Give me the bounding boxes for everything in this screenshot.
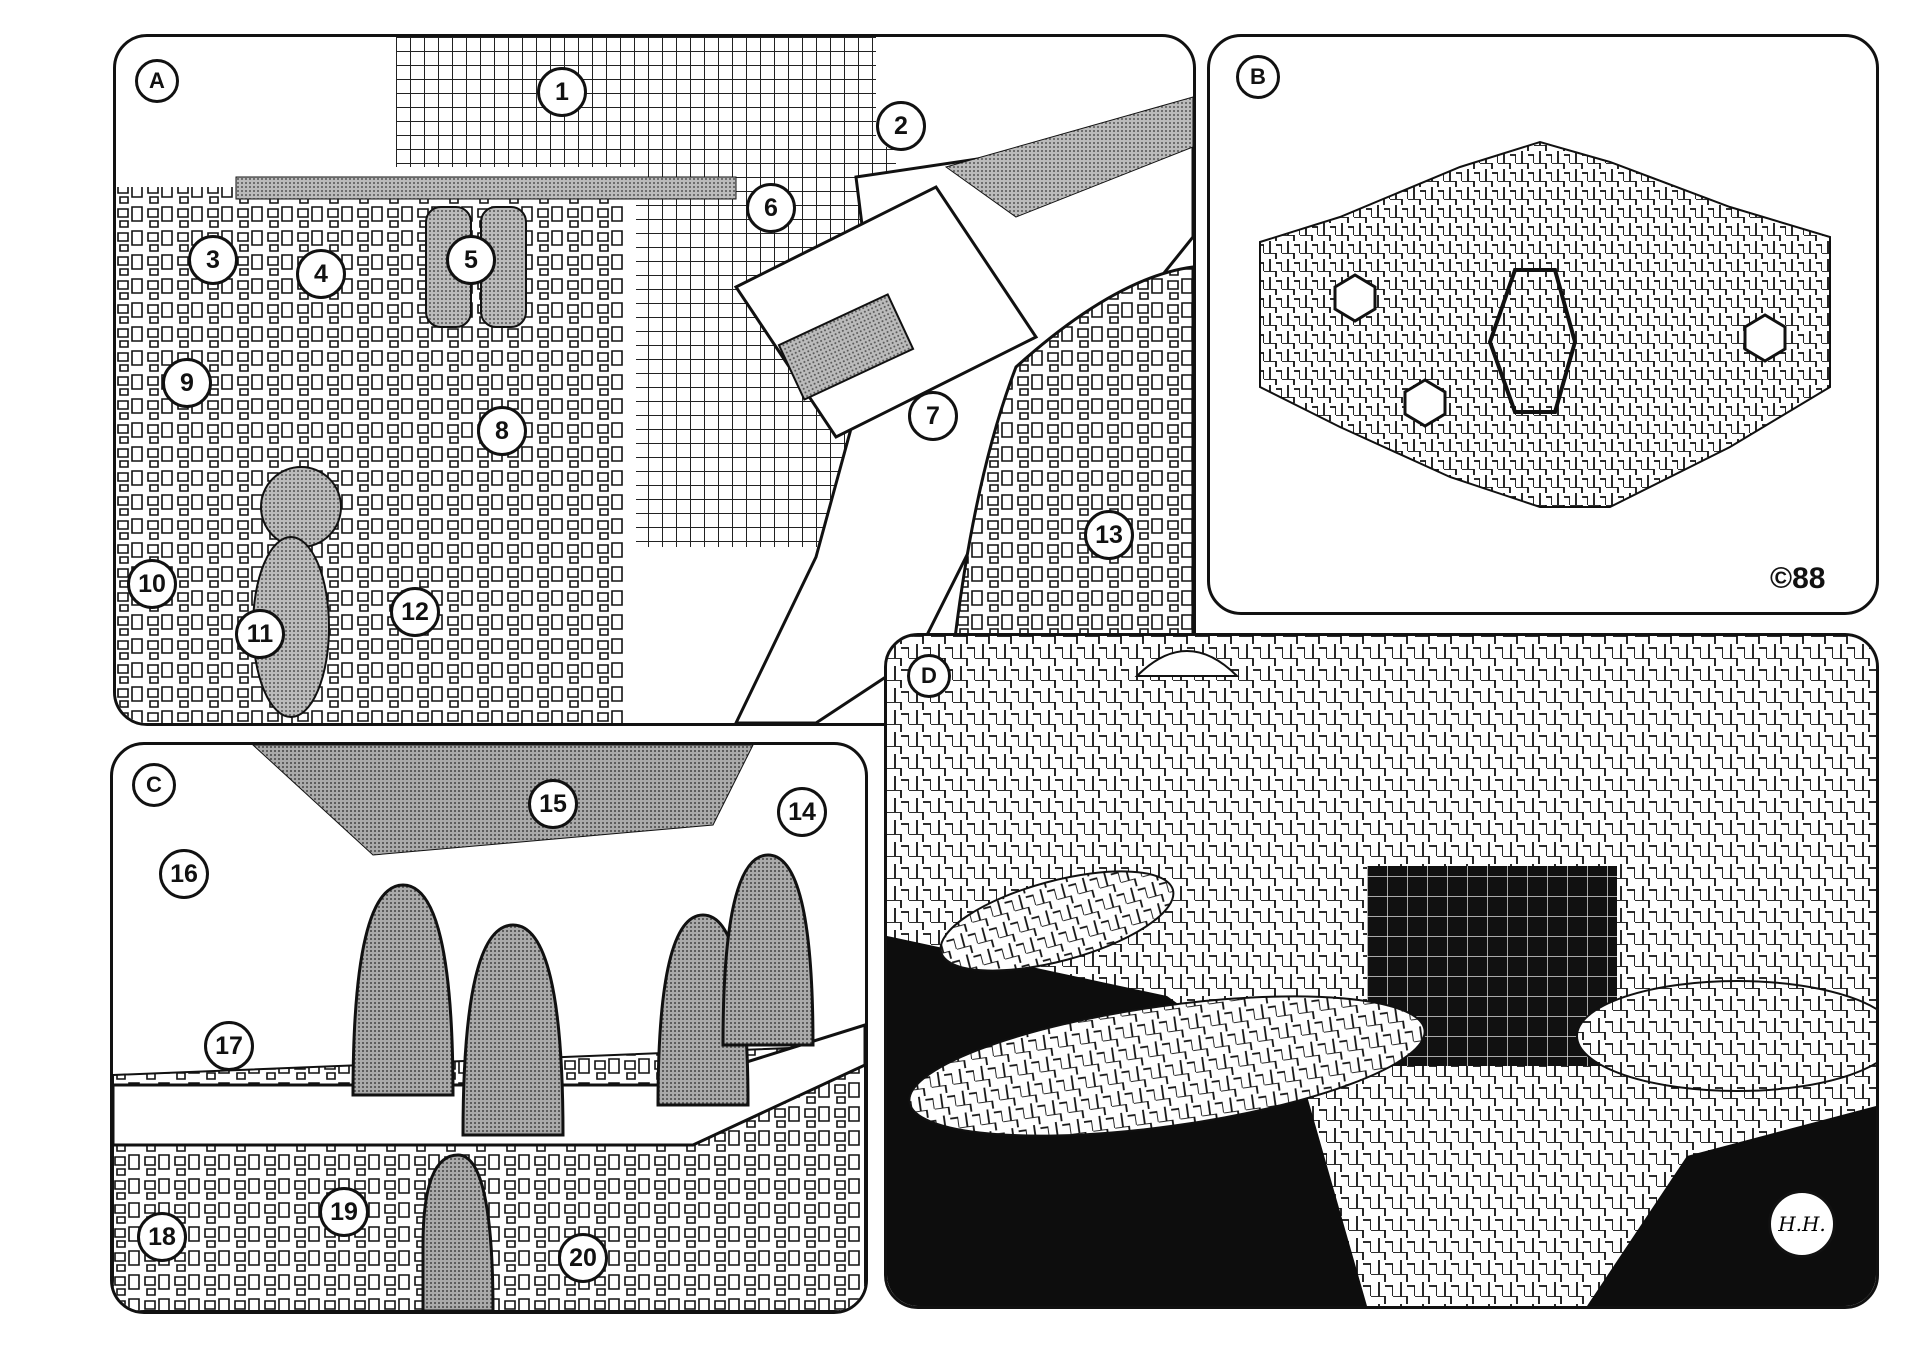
callout-14: 14 [777, 787, 827, 837]
callout-6: 6 [746, 183, 796, 233]
panel-a [113, 34, 1196, 726]
callout-10: 10 [127, 559, 177, 609]
copyright-mark: ©88 [1770, 562, 1826, 595]
panel-a-illustration [116, 37, 1193, 723]
panel-label-d: D [907, 654, 951, 698]
panel-c-illustration [113, 745, 865, 1311]
panel-b-illustration [1259, 140, 1831, 508]
panel-label-c: C [132, 763, 176, 807]
callout-16: 16 [159, 849, 209, 899]
artist-signature: H.H. [1768, 1190, 1836, 1258]
callout-15: 15 [528, 779, 578, 829]
callout-20: 20 [558, 1233, 608, 1283]
callout-9: 9 [162, 358, 212, 408]
callout-8: 8 [477, 406, 527, 456]
callout-19: 19 [319, 1187, 369, 1237]
callout-2: 2 [876, 101, 926, 151]
callout-4: 4 [296, 249, 346, 299]
callout-3: 3 [188, 235, 238, 285]
panel-d-illustration [887, 636, 1876, 1306]
callout-12: 12 [390, 587, 440, 637]
callout-18: 18 [137, 1212, 187, 1262]
callout-1: 1 [537, 67, 587, 117]
callout-7: 7 [908, 391, 958, 441]
panel-d [884, 633, 1879, 1309]
panel-b [1207, 34, 1879, 615]
callout-11: 11 [235, 609, 285, 659]
callout-13: 13 [1084, 510, 1134, 560]
callout-5: 5 [446, 235, 496, 285]
panel-label-b: B [1236, 55, 1280, 99]
callout-17: 17 [204, 1021, 254, 1071]
panel-c [110, 742, 868, 1314]
panel-label-a: A [135, 59, 179, 103]
